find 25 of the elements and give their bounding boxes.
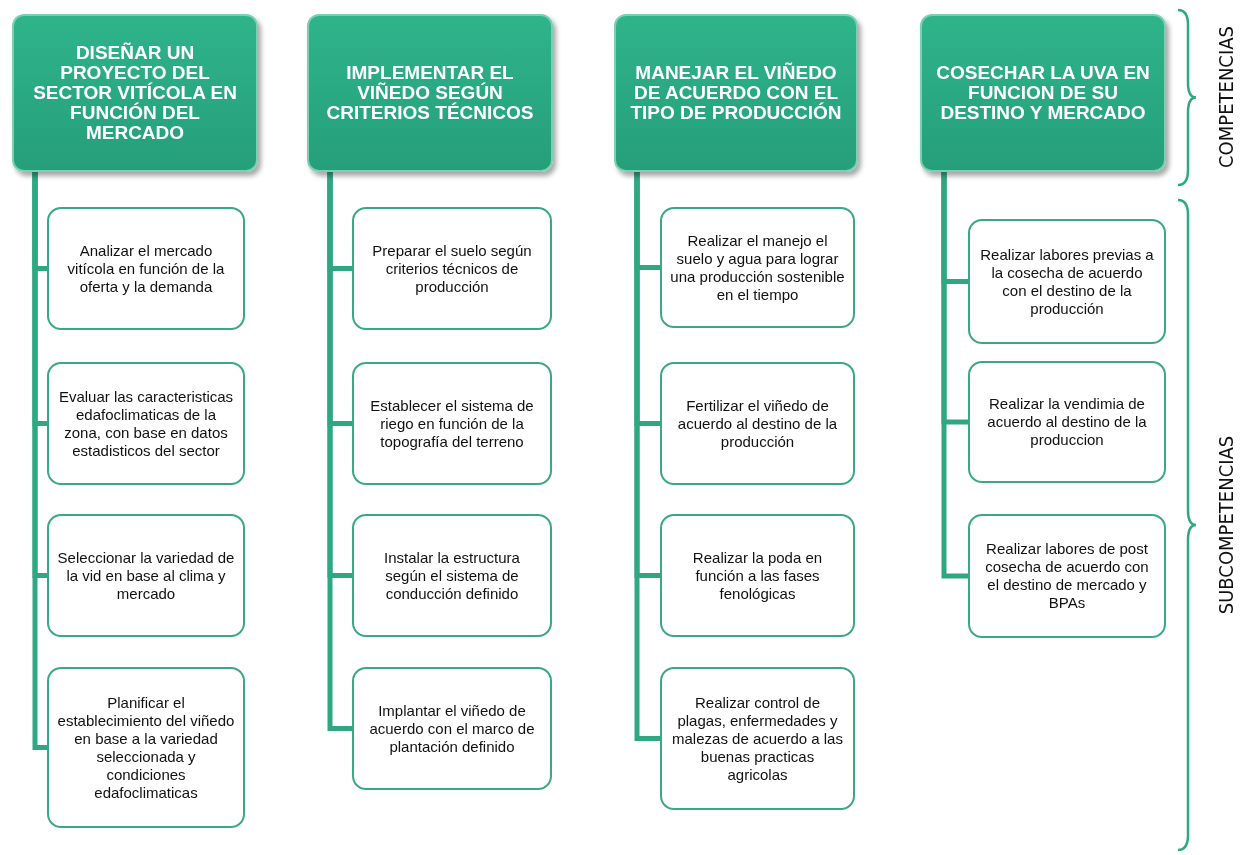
- connector-line: [634, 172, 660, 741]
- subcompetency-box: Realizar el manejo el suelo y agua para lograr una producción sostenible en el tiempo: [660, 207, 855, 328]
- subcompetency-box: Preparar el suelo según criterios técnicos de producción: [352, 207, 552, 330]
- competency-box: COSECHAR LA UVA EN FUNCION DE SU DESTINO Y MERCADO: [920, 14, 1166, 172]
- subcompetency-box: Establecer el sistema de riego en función de la topografía del terreno: [352, 362, 552, 485]
- subcompetency-box: Realizar control de plagas, enfermedades y malezas de acuerdo a las buenas practicas agricolas: [660, 667, 855, 810]
- section-label: SUBCOMPETENCIAS: [1214, 435, 1239, 615]
- subcompetency-box: Realizar labores de post cosecha de acuerdo con el destino de mercado y BPAs: [968, 514, 1166, 638]
- subcompetency-box: Instalar la estructura según el sistema de conducción definido: [352, 514, 552, 637]
- section-label: COMPETENCIAS: [1213, 26, 1238, 168]
- connector-line: [32, 172, 47, 750]
- connector-line: [327, 172, 352, 731]
- competency-box: IMPLEMENTAR EL VIÑEDO SEGÚN CRITERIOS TÉCNICOS: [307, 14, 553, 172]
- subcompetency-box: Fertilizar el viñedo de acuerdo al destino de la producción: [660, 362, 855, 485]
- subcompetency-box: Planificar el establecimiento del viñedo en base a la variedad seleccionada y condiciones edafoclimaticas: [47, 667, 245, 828]
- competency-box: DISEÑAR UN PROYECTO DEL SECTOR VITÍCOLA EN FUNCIÓN DEL MERCADO: [12, 14, 258, 172]
- competency-box: MANEJAR EL VIÑEDO DE ACUERDO CON EL TIPO DE PRODUCCIÓN: [614, 14, 858, 172]
- connector-line: [941, 172, 968, 579]
- subcompetency-box: Realizar la vendimia de acuerdo al destino de la produccion: [968, 361, 1166, 483]
- subcompetency-box: Realizar labores previas a la cosecha de acuerdo con el destino de la producción: [968, 219, 1166, 344]
- subcompetency-box: Realizar la poda en función a las fases fenológicas: [660, 514, 855, 637]
- subcompetency-box: Implantar el viñedo de acuerdo con el marco de plantación definido: [352, 667, 552, 790]
- subcompetency-box: Evaluar las caracteristicas edafoclimaticas de la zona, con base en datos estadisticos del sector: [47, 362, 245, 485]
- subcompetency-box: Analizar el mercado vitícola en función de la oferta y la demanda: [47, 207, 245, 330]
- subcompetency-box: Seleccionar la variedad de la vid en base al clima y mercado: [47, 514, 245, 637]
